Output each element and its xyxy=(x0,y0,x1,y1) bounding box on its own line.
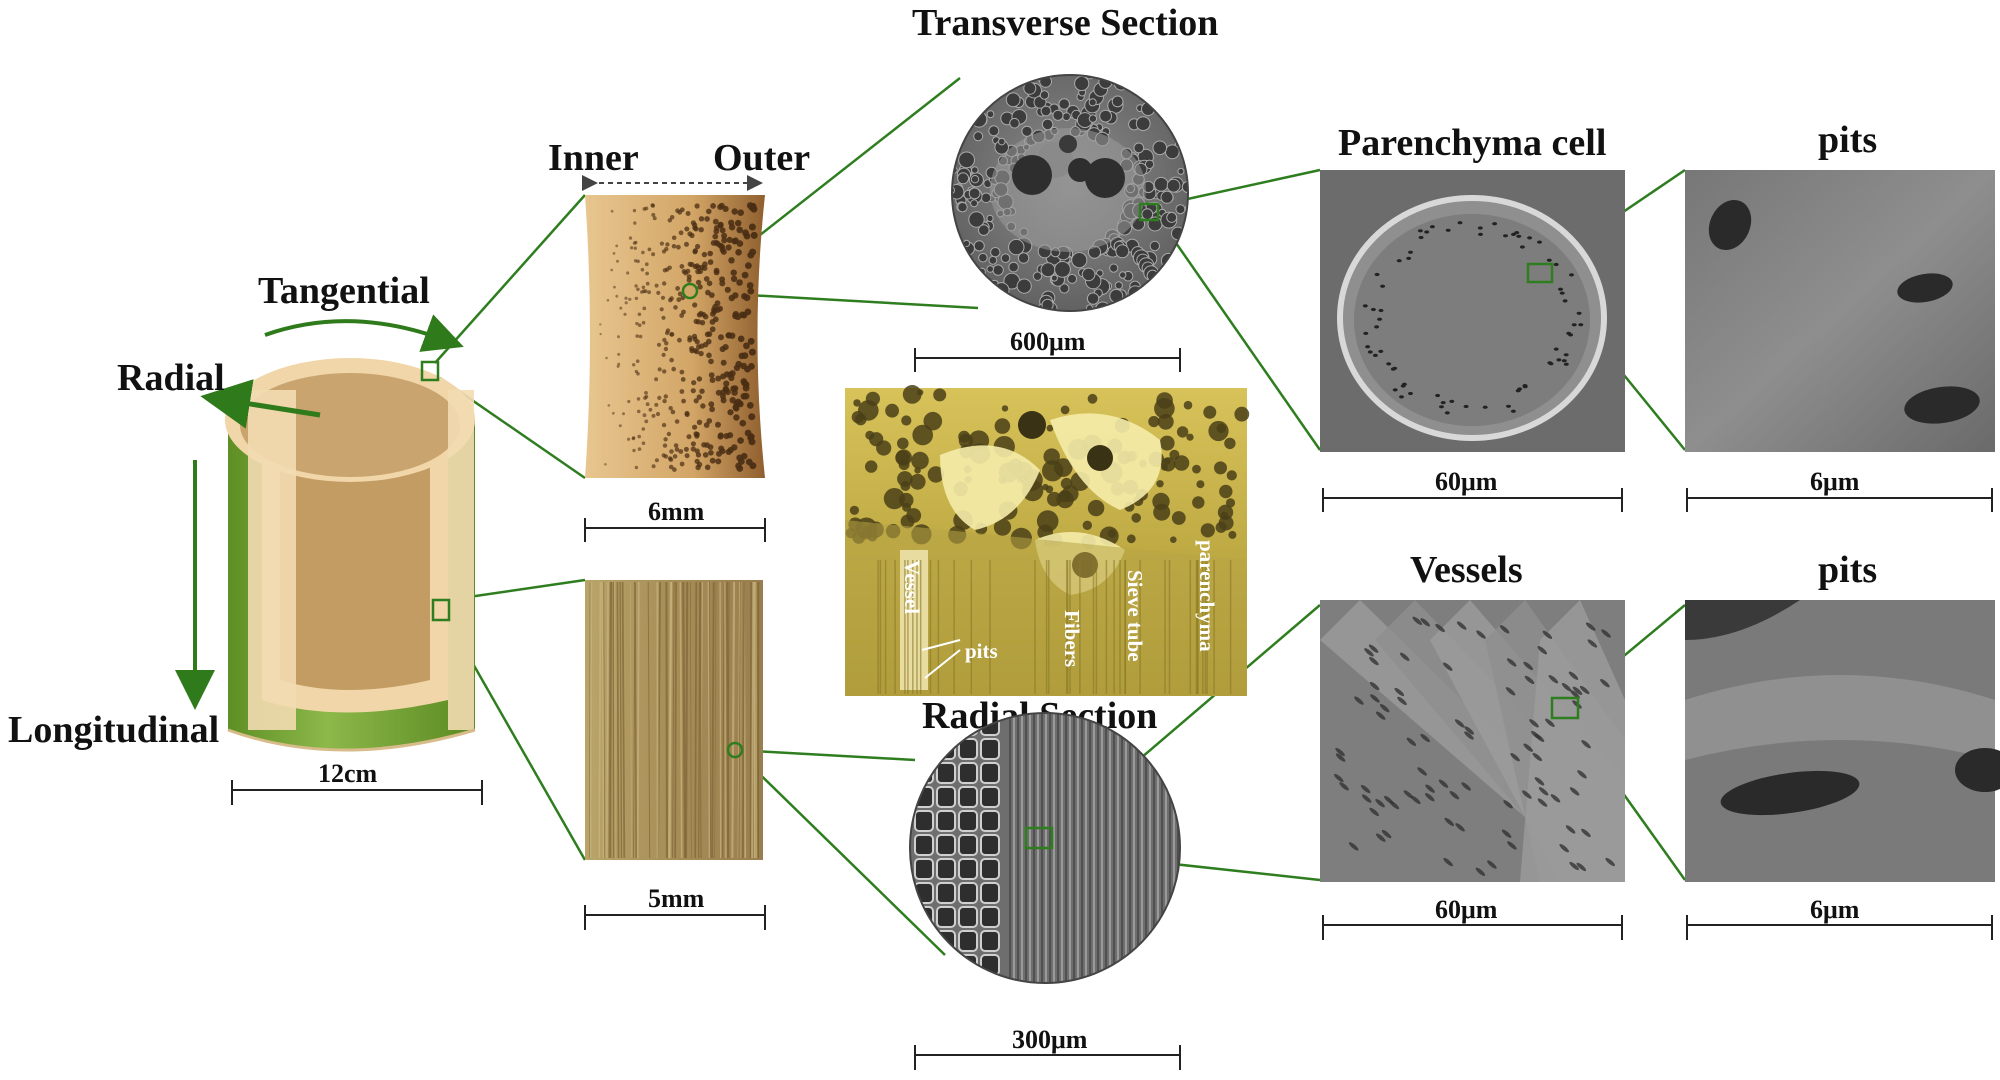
parenchyma-cell-scale-label: 60μm xyxy=(1435,467,1498,496)
transverse-scale-bar xyxy=(914,348,1181,372)
culm-scale-label: 12cm xyxy=(318,759,378,788)
bamboo-culm xyxy=(225,358,476,752)
vascular-bundle-dots xyxy=(599,202,758,472)
vessels-zoom-box xyxy=(1550,696,1580,720)
bundle-label-parenchyma: parenchyma xyxy=(1195,540,1219,652)
parenchyma-pits-scale-label: 6μm xyxy=(1810,467,1860,496)
tangential-arrow xyxy=(264,314,464,352)
label-tangential: Tangential xyxy=(258,270,430,312)
vessel-pits-scale-bar xyxy=(1686,915,1993,940)
transverse-scale-label: 600μm xyxy=(1010,327,1086,356)
cross-zoom-marker xyxy=(681,282,699,300)
bundle-label-vessel: Vessel xyxy=(900,560,924,614)
wall-longitudinal-image xyxy=(585,580,763,860)
culm-long-zoom-box xyxy=(431,598,451,622)
vessels-scale-label: 60μm xyxy=(1435,895,1498,924)
parenchyma-pits-sem-image xyxy=(1685,170,1995,452)
parenchyma-pits-scale-bar xyxy=(1686,488,1993,512)
vessel-pits-scale-label: 6μm xyxy=(1810,895,1860,924)
wall-cross-section-image xyxy=(585,195,765,478)
radial-arrow xyxy=(200,379,321,429)
vessels-scale-bar xyxy=(1322,915,1623,940)
label-radial: Radial xyxy=(117,357,225,399)
vessels-title: Vessels xyxy=(1410,549,1523,591)
long-scale-bar xyxy=(584,905,766,930)
vessels-sem-image xyxy=(1320,600,1625,882)
long-zoom-marker xyxy=(726,741,744,759)
parenchyma-cell-title: Parenchyma cell xyxy=(1338,122,1606,164)
parenchyma-cell-scale-bar xyxy=(1322,488,1623,512)
cross-scale-label: 6mm xyxy=(648,497,705,526)
label-longitudinal: Longitudinal xyxy=(8,709,219,751)
fiber-streaks xyxy=(589,581,760,859)
label-outer: Outer xyxy=(713,137,810,179)
radial-zoom-box xyxy=(1024,826,1054,850)
transverse-zoom-box xyxy=(1138,202,1160,222)
parenchyma-zoom-box xyxy=(1526,262,1554,284)
parenchyma-cell-sem-image xyxy=(1320,170,1625,452)
bundle-label-fibers: Fibers xyxy=(1060,610,1084,667)
parenchyma-pits-title: pits xyxy=(1818,119,1877,161)
transverse-sem-image xyxy=(951,74,1189,312)
culm-cross-zoom-box xyxy=(420,360,440,382)
radial-scale-label: 300μm xyxy=(1012,1025,1088,1054)
long-scale-label: 5mm xyxy=(648,884,705,913)
culm-scale-bar xyxy=(231,780,483,805)
vascular-bundle-3d-image xyxy=(845,385,1250,696)
bundle-label-pits: pits xyxy=(965,639,998,663)
vessel-pits-title: pits xyxy=(1818,549,1877,591)
radial-sem-image xyxy=(909,712,1181,984)
cross-scale-bar xyxy=(584,518,766,542)
transverse-title: Transverse Section xyxy=(912,2,1218,44)
label-inner: Inner xyxy=(548,137,639,179)
bundle-label-sieve-tube: Sieve tube xyxy=(1123,570,1147,662)
vessel-pits-sem-image xyxy=(1685,600,2000,882)
radial-scale-bar xyxy=(914,1045,1181,1070)
